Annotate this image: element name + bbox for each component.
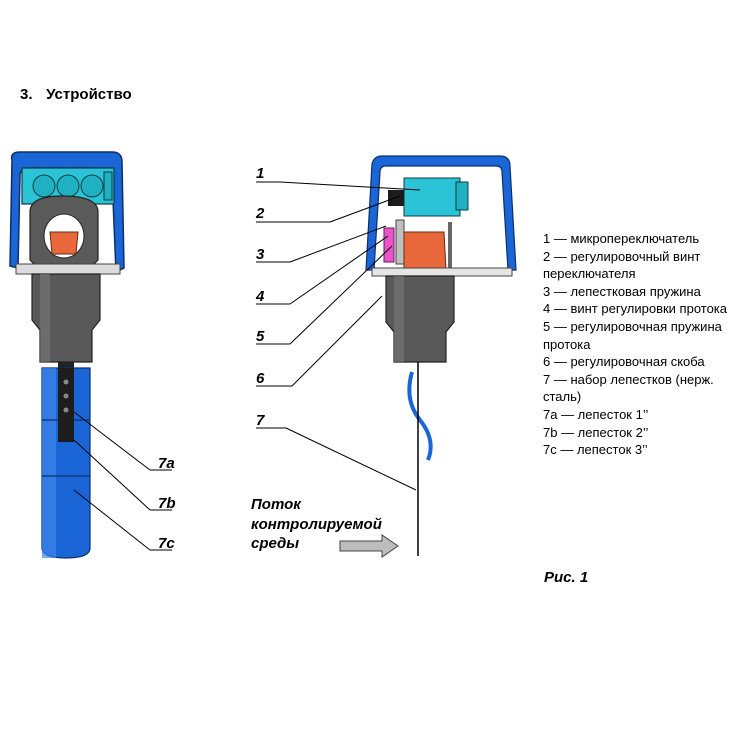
flow-arrow-icon	[339, 534, 399, 558]
legend-item: 7c — лепесток 3’’	[543, 442, 648, 458]
legend-item: 7a — лепесток 1’’	[543, 406, 649, 422]
leader-7b	[73, 439, 151, 511]
leader-7c	[73, 489, 151, 551]
legend-item: 3 — лепестковая пружина	[543, 283, 701, 299]
legend-item: 5 — регулировочная пружина протока	[543, 318, 722, 352]
section-cable	[407, 371, 433, 461]
flow-label-line3: среды	[251, 535, 300, 552]
callout-7a: 7a	[158, 455, 175, 472]
legend-item: 6 — регулировочная скоба	[543, 354, 705, 370]
leader-7a	[73, 411, 151, 471]
flow-label: Поток контролируемой среды	[251, 495, 382, 554]
front-orange-part	[49, 231, 79, 255]
callout-7b: 7b	[158, 495, 176, 512]
legend-item: 2 — регулировочный винт переключателя	[543, 248, 701, 282]
section-title: Устройство	[46, 86, 132, 103]
callout-4: 4	[256, 288, 265, 305]
callout-7: 7	[256, 412, 265, 429]
flow-label-line2: контролируемой	[251, 515, 382, 533]
legend-item: 1 — микропереключатель	[543, 231, 700, 246]
section-orange-part	[403, 231, 447, 271]
section-number: 3.	[20, 86, 33, 103]
callout-3: 3	[256, 246, 265, 263]
parts-legend: 1 — микропереключатель 2 — регулировочны…	[543, 230, 733, 459]
section-view-device	[256, 155, 517, 558]
figure-caption: Рис. 1	[544, 569, 589, 586]
callout-1: 1	[256, 165, 265, 182]
front-view-device	[9, 151, 172, 559]
callout-5: 5	[256, 328, 265, 345]
callout-6: 6	[256, 370, 265, 387]
section-heading: 3. Устройство	[20, 86, 132, 103]
flow-label-line1: Поток	[251, 496, 301, 513]
legend-item: 7b — лепесток 2’’	[543, 424, 649, 440]
section-pink-spring	[383, 227, 395, 263]
callout-7c: 7c	[158, 535, 175, 552]
callout-2: 2	[256, 205, 265, 222]
legend-item: 4 — винт регулировки протока	[543, 301, 728, 317]
section-microswitch	[403, 177, 461, 217]
legend-item: 7 — набор лепестков (нерж. сталь)	[543, 371, 714, 405]
